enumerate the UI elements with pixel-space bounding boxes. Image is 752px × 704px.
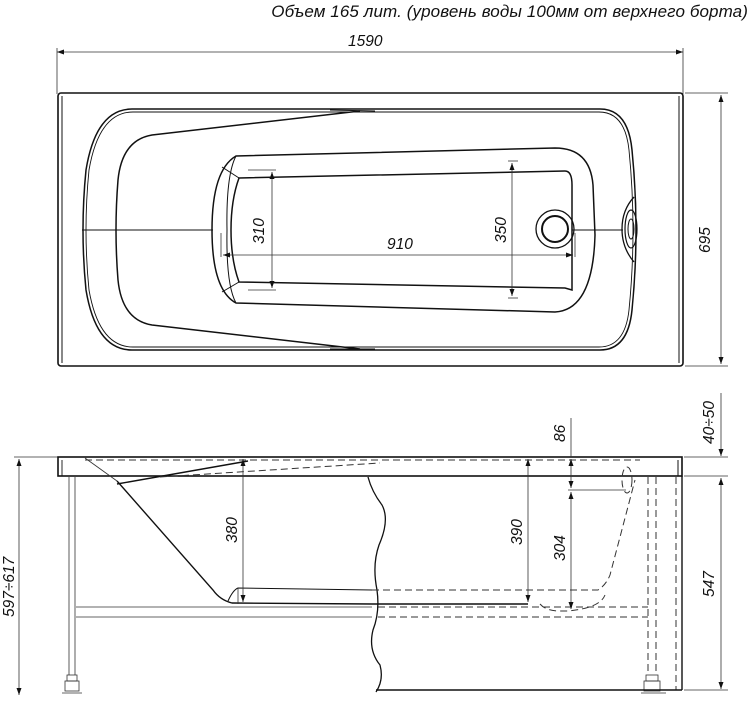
label-overflow-304: 304 xyxy=(552,535,569,561)
label-bottom-910: 910 xyxy=(387,236,413,253)
overflow-icon xyxy=(621,196,638,263)
volume-title: Объем 165 лит. (уровень воды 100мм от ве… xyxy=(271,2,748,21)
label-overflow-86: 86 xyxy=(552,424,569,442)
dimension-310 xyxy=(248,169,276,291)
dimension-width-695 xyxy=(685,92,728,367)
side-view xyxy=(14,393,728,695)
label-total-height: 597÷617 xyxy=(1,556,18,617)
bowl-outer-contour xyxy=(82,108,637,351)
side-rim xyxy=(57,456,683,477)
top-view xyxy=(56,48,728,367)
label-length-1590: 1590 xyxy=(348,33,383,50)
label-panel-547: 547 xyxy=(701,571,718,597)
drain-icon xyxy=(535,209,575,249)
bottom-outer-contour xyxy=(211,147,596,313)
left-leg xyxy=(62,477,82,694)
label-rim-thickness: 40÷50 xyxy=(701,401,718,444)
label-bottom-350: 350 xyxy=(493,217,510,243)
label-bottom-310: 310 xyxy=(251,218,268,244)
bottom-inner-contour xyxy=(230,170,573,291)
dimension-total-height xyxy=(14,456,62,695)
label-depth-380: 380 xyxy=(224,517,241,543)
dimension-length-1590 xyxy=(56,48,684,94)
label-depth-390: 390 xyxy=(509,519,526,545)
dimension-350 xyxy=(508,160,518,299)
dimension-rim-and-panel xyxy=(684,393,728,691)
label-width-695: 695 xyxy=(697,227,714,253)
break-line xyxy=(367,476,386,693)
tub-outer-rim xyxy=(57,92,684,367)
dimension-910 xyxy=(220,233,576,258)
tub-head-slope xyxy=(116,480,373,605)
